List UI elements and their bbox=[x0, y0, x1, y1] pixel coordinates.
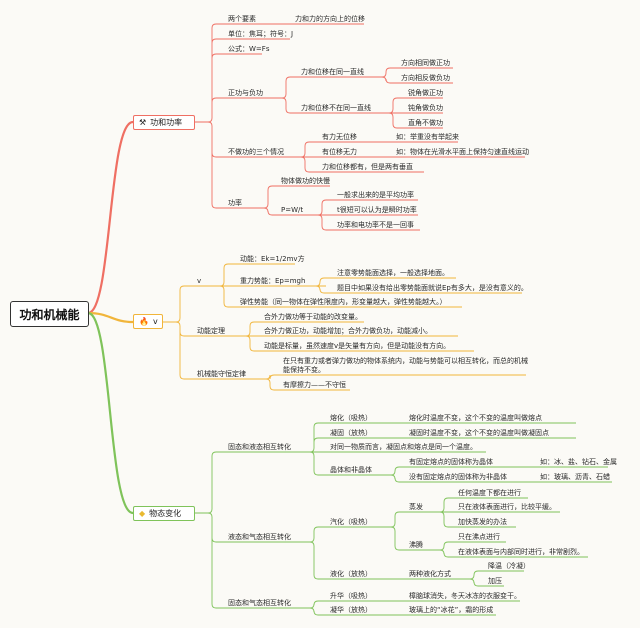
node[interactable]: 在只有重力或者弹力做功的物体系统内，动能与势能可以相互转化，而总的机械 bbox=[283, 357, 528, 365]
node[interactable]: 固态和气态相互转化 bbox=[228, 599, 291, 607]
connector-path bbox=[268, 76, 374, 114]
node[interactable]: 力和力的方向上的位移 bbox=[295, 15, 365, 23]
node[interactable]: 机械能守恒定律 bbox=[197, 370, 246, 378]
diamond-icon: ◆ bbox=[139, 509, 146, 518]
node[interactable]: 力和位移都有，但是两有垂直 bbox=[322, 163, 413, 171]
node[interactable]: 如：举重没有举起来 bbox=[396, 133, 459, 141]
node[interactable]: 物体做功的快慢 bbox=[281, 177, 330, 185]
node[interactable]: 有力无位移 bbox=[322, 133, 357, 141]
connector-path bbox=[163, 285, 266, 380]
node[interactable]: 只在液体表面进行，比较平缓。 bbox=[458, 503, 556, 511]
node[interactable]: 加快蒸发的办法 bbox=[458, 518, 507, 526]
connector-path bbox=[265, 374, 526, 391]
node[interactable]: 不做功的三个情况 bbox=[228, 148, 284, 156]
connector-path bbox=[287, 141, 424, 173]
pickaxe-icon: ⚒ bbox=[139, 118, 147, 127]
node[interactable]: 合外力做功等于动能的改变量。 bbox=[264, 313, 362, 321]
node[interactable]: 任何温度下都在进行 bbox=[458, 489, 521, 497]
node[interactable]: 动能定理 bbox=[197, 327, 225, 335]
root-topic[interactable]: 功和机械能 bbox=[10, 301, 89, 327]
connector-path bbox=[372, 67, 453, 84]
connector-path bbox=[296, 600, 376, 616]
node[interactable]: 加压 bbox=[488, 577, 502, 585]
connector-path bbox=[374, 97, 443, 129]
node[interactable]: 沸腾 bbox=[409, 541, 423, 549]
node[interactable]: 汽化（吸热） bbox=[330, 518, 372, 526]
node[interactable]: 一般求出来的是平均功率 bbox=[337, 191, 414, 199]
node[interactable]: 动能是标量，虽然速度v是矢量有方向，但是动能没有方向。 bbox=[264, 342, 451, 350]
node[interactable]: 晶体和非晶体 bbox=[330, 466, 372, 474]
node[interactable]: 凝固时温度不变，这个不变的温度叫做凝固点 bbox=[409, 429, 549, 437]
node[interactable]: 凝华（放热） bbox=[330, 606, 372, 614]
node[interactable]: 升华（吸热） bbox=[330, 592, 372, 600]
node[interactable]: 有固定熔点的固体称为晶体 bbox=[409, 458, 493, 466]
node[interactable]: 功率和电功率不是一回事 bbox=[337, 221, 414, 229]
topic-work-power-label: 功和功率 bbox=[150, 118, 183, 127]
node[interactable]: 动能：Ek=1/2mv方 bbox=[240, 255, 305, 263]
node[interactable]: 重力势能：Ep=mgh bbox=[240, 277, 306, 285]
node[interactable]: 题目中如果没有给出零势能面就说Ep有多大，是没有意义的。 bbox=[337, 284, 528, 292]
node[interactable]: 弹性势能（同一物体在弹性限度内，形变量越大，弹性势能越大。） bbox=[240, 298, 447, 306]
node[interactable]: 正功与负功 bbox=[228, 89, 263, 97]
flame-icon: 🔥 bbox=[139, 317, 149, 326]
connector-path bbox=[262, 185, 330, 216]
connector-path bbox=[296, 422, 486, 476]
node[interactable]: 如：冰、盐、钻石、金属 bbox=[540, 458, 617, 466]
node[interactable]: 能保持不变。 bbox=[283, 366, 325, 374]
node[interactable]: 两个要素 bbox=[228, 15, 256, 23]
node[interactable]: 降温（冷凝） bbox=[488, 562, 530, 570]
node[interactable]: 固态和液态相互转化 bbox=[228, 443, 291, 451]
node[interactable]: 注意零势能面选择，一般选择地面。 bbox=[337, 269, 449, 277]
node[interactable]: 方向相同做正功 bbox=[401, 59, 450, 67]
connector-path bbox=[245, 321, 474, 352]
node[interactable]: 凝固（放热） bbox=[330, 429, 372, 437]
node[interactable]: 合外力做正功，动能增加；合外力做负功，动能减小。 bbox=[264, 327, 432, 335]
connector-path bbox=[195, 23, 290, 209]
node[interactable]: 如：玻璃、沥青、石蜡 bbox=[540, 473, 610, 481]
node[interactable]: 钝角做负功 bbox=[408, 104, 443, 112]
connector-path bbox=[296, 526, 376, 580]
connector-path bbox=[315, 277, 522, 294]
node[interactable]: 两种液化方式 bbox=[409, 570, 451, 578]
topic-work-power[interactable]: ⚒ 功和功率 bbox=[133, 115, 195, 130]
node[interactable]: 玻璃上的“冰花”，霜的形成 bbox=[409, 606, 494, 614]
node[interactable]: P=W/t bbox=[281, 206, 304, 214]
node[interactable]: 单位：焦耳；符号：J bbox=[228, 30, 294, 38]
connector-path bbox=[430, 541, 588, 558]
connector-path bbox=[456, 570, 524, 587]
node[interactable]: 在液体表面与内部同时进行，非常剧烈。 bbox=[458, 548, 584, 556]
node[interactable]: 只在沸点进行 bbox=[458, 533, 500, 541]
node[interactable]: 功率 bbox=[228, 199, 242, 207]
node[interactable]: 如：物体在光滑水平面上保持匀速直线运动 bbox=[396, 148, 529, 156]
topic-energy[interactable]: 🔥 v bbox=[133, 314, 163, 329]
connector-path bbox=[195, 451, 296, 609]
node[interactable]: 锐角做正功 bbox=[408, 89, 443, 97]
node[interactable]: 熔化（吸热） bbox=[330, 414, 372, 422]
node[interactable]: v bbox=[197, 277, 202, 285]
node[interactable]: 蒸发 bbox=[409, 503, 423, 511]
connector-path bbox=[310, 199, 420, 231]
node[interactable]: 液态和气态相互转化 bbox=[228, 533, 291, 541]
node[interactable]: 樟脑球消失，冬天冰冻的衣服变干。 bbox=[409, 592, 521, 600]
connector-path bbox=[382, 466, 508, 483]
node[interactable]: t很短可以认为是瞬时功率 bbox=[337, 206, 417, 214]
connector-path bbox=[430, 497, 560, 528]
node[interactable]: 直角不做功 bbox=[408, 119, 443, 127]
node[interactable]: 有位移无力 bbox=[322, 148, 357, 156]
node[interactable]: 力和位移不在同一直线 bbox=[301, 104, 371, 112]
connector-path bbox=[205, 263, 462, 308]
topic-state-change-label: 物态变化 bbox=[149, 509, 182, 518]
node[interactable]: 熔化时温度不变，这个不变的温度叫做熔点 bbox=[409, 414, 542, 422]
node[interactable]: 力和位移在同一直线 bbox=[301, 68, 364, 76]
topic-state-change[interactable]: ◆ 物态变化 bbox=[133, 506, 195, 521]
node[interactable]: 液化（放热） bbox=[330, 570, 372, 578]
node[interactable]: 有摩擦力——不守恒 bbox=[283, 381, 346, 389]
node[interactable]: 对同一物质而言，凝固点和熔点是同一个温度。 bbox=[330, 443, 477, 451]
node[interactable]: 方向相反做负功 bbox=[401, 74, 450, 82]
node[interactable]: 公式：W=Fs bbox=[228, 45, 270, 53]
node[interactable]: 没有固定熔点的固体称为非晶体 bbox=[409, 473, 507, 481]
topic-energy-label: v bbox=[152, 317, 158, 326]
connector-path bbox=[376, 511, 430, 551]
